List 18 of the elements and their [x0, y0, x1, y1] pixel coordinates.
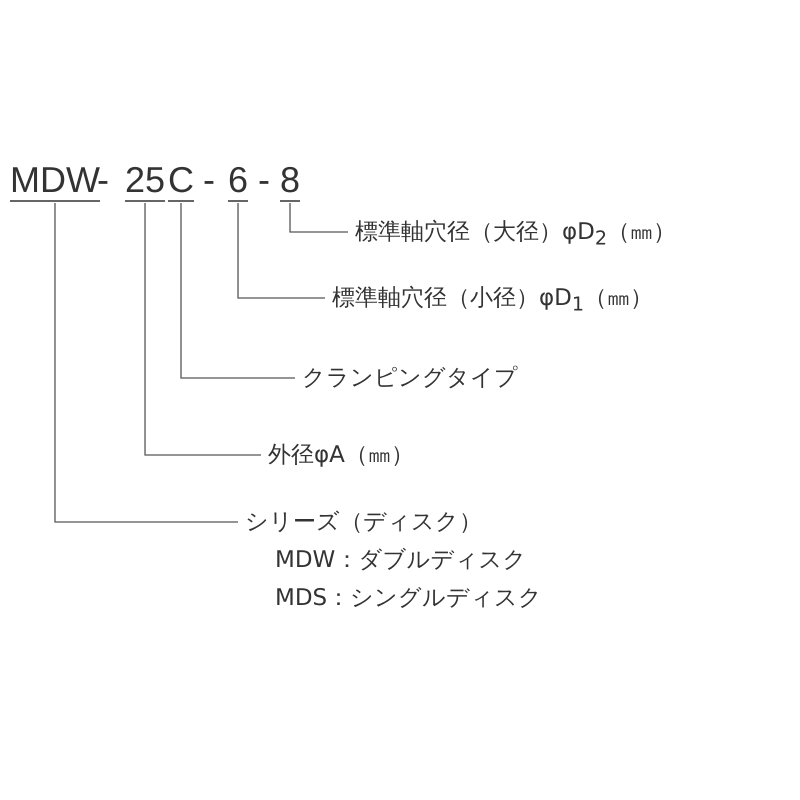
code-segment: 8	[280, 160, 300, 202]
code-segment: C	[168, 160, 194, 202]
description-text: クランピングタイプ	[302, 359, 518, 397]
description-text: MDS：シングルディスク	[274, 584, 542, 613]
leader-line	[144, 203, 261, 456]
code-segment: 25	[125, 160, 166, 202]
separator-text: -	[258, 160, 270, 200]
description-text: シリーズ（ディスク）	[245, 508, 483, 537]
separator-text: -	[203, 160, 215, 200]
leader-line	[54, 203, 238, 523]
leader-line	[237, 203, 325, 299]
leader-line	[180, 203, 295, 379]
description-text: MDW：ダブルディスク	[274, 546, 528, 575]
leader-line	[289, 203, 348, 233]
description-text: 外径φA（㎜）	[268, 436, 414, 474]
description-text: 標準軸穴径（大径）φD$_{2}$（㎜）	[355, 213, 676, 258]
code-segment: 6	[228, 160, 248, 202]
description-text: 標準軸穴径（小径）φD$_{1}$（㎜）	[332, 279, 654, 324]
